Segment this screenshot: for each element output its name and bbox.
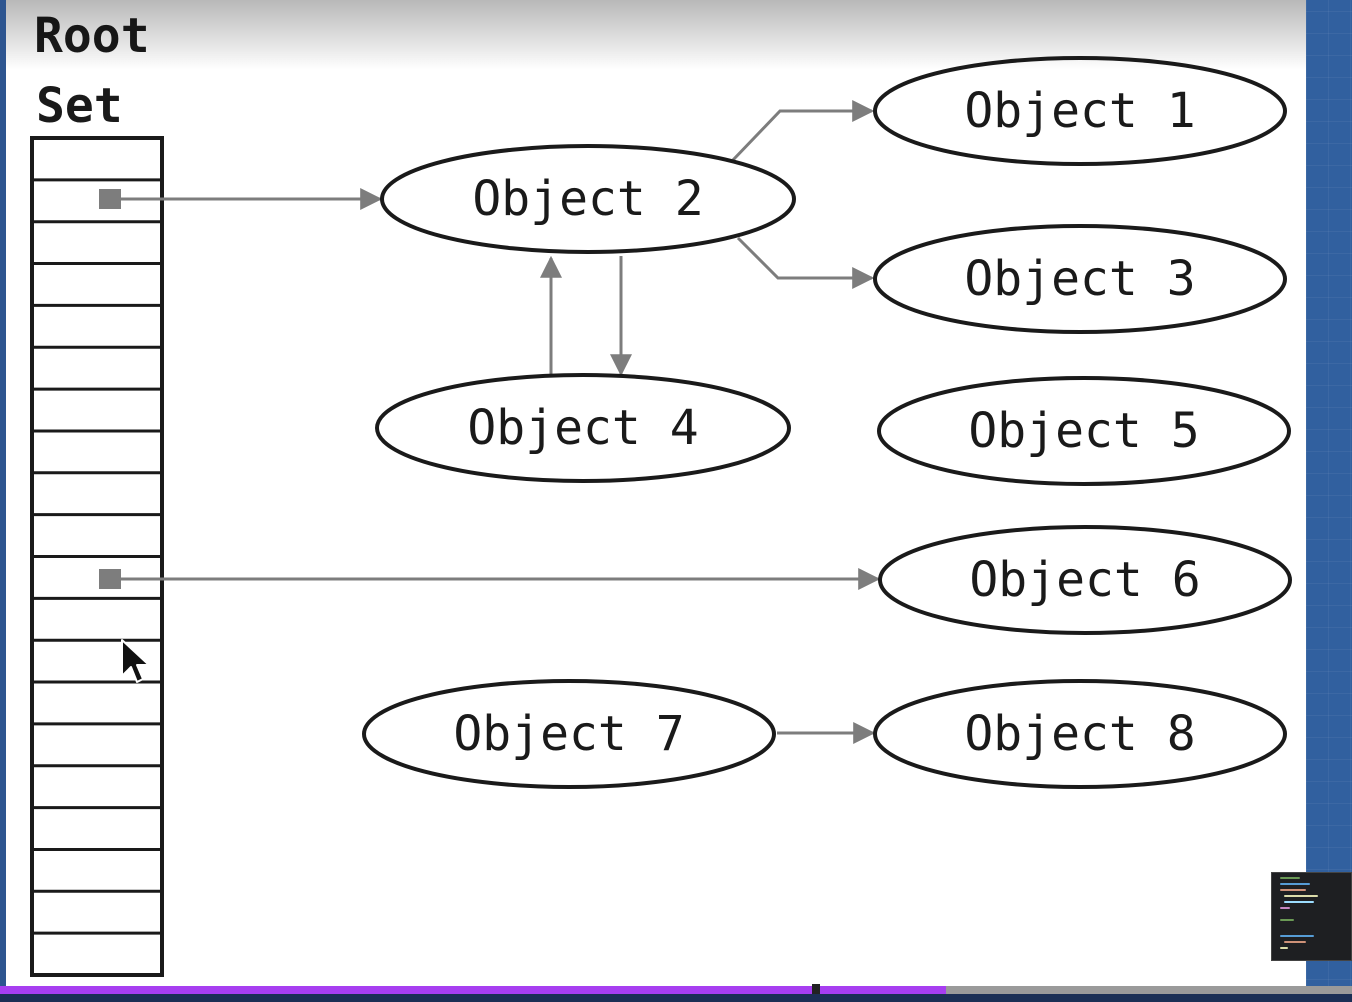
mouse-pointer-icon (121, 639, 150, 683)
thumbnail-code-line (1284, 941, 1306, 943)
object-ellipse (873, 679, 1287, 789)
thumbnail-code-line (1284, 901, 1314, 903)
object-node-2: Object 2 (380, 144, 796, 254)
object-ellipse (878, 525, 1292, 635)
thumbnail-code-line (1280, 935, 1314, 937)
object-ellipse (873, 224, 1287, 334)
object-label: Object 2 (472, 171, 703, 227)
object-node-4: Object 4 (375, 373, 791, 483)
background-desktop (1306, 0, 1352, 1002)
root-set-title-line2: Set (36, 78, 123, 134)
thumbnail-code-line (1280, 883, 1310, 885)
object-node-7: Object 7 (362, 679, 776, 789)
object-ellipse (362, 679, 776, 789)
object-node-3: Object 3 (873, 224, 1287, 334)
edge-object-2-to-object-1 (731, 100, 875, 162)
thumbnail-code-line (1280, 889, 1306, 891)
reference-edges (110, 100, 881, 744)
bottom-bar (0, 994, 1352, 1002)
object-label: Object 4 (467, 400, 698, 456)
object-label: Object 8 (964, 706, 1195, 762)
object-node-8: Object 8 (873, 679, 1287, 789)
object-label: Object 5 (968, 403, 1199, 459)
root-set-table (30, 136, 164, 977)
thumbnail-code-line (1280, 877, 1300, 879)
thumbnail-code-line (1280, 947, 1288, 949)
thumbnail-code-line (1280, 919, 1294, 921)
video-progress-handle[interactable] (812, 984, 820, 996)
object-label: Object 1 (964, 83, 1195, 139)
object-ellipse (380, 144, 796, 254)
object-node-6: Object 6 (878, 525, 1292, 635)
object-ellipse (877, 376, 1291, 486)
root-pointer-1 (99, 189, 121, 209)
object-ellipse (873, 56, 1287, 166)
object-ellipse (375, 373, 791, 483)
root-pointer-2 (99, 569, 121, 589)
object-node-5: Object 5 (877, 376, 1291, 486)
video-progress-fill (0, 986, 947, 994)
webcam-thumbnail[interactable] (1271, 872, 1352, 961)
object-node-1: Object 1 (873, 56, 1287, 166)
root-set-title-line1: Root (34, 8, 150, 64)
edge-object-2-to-object-3 (736, 236, 875, 289)
thumbnail-code-line (1284, 895, 1318, 897)
object-label: Object 6 (969, 552, 1200, 608)
object-nodes: Object 1 Object 2 Object 3 Object 4 Object 5… (362, 56, 1292, 789)
object-label: Object 3 (964, 251, 1195, 307)
thumbnail-code-line (1280, 907, 1290, 909)
object-label: Object 7 (453, 706, 684, 762)
